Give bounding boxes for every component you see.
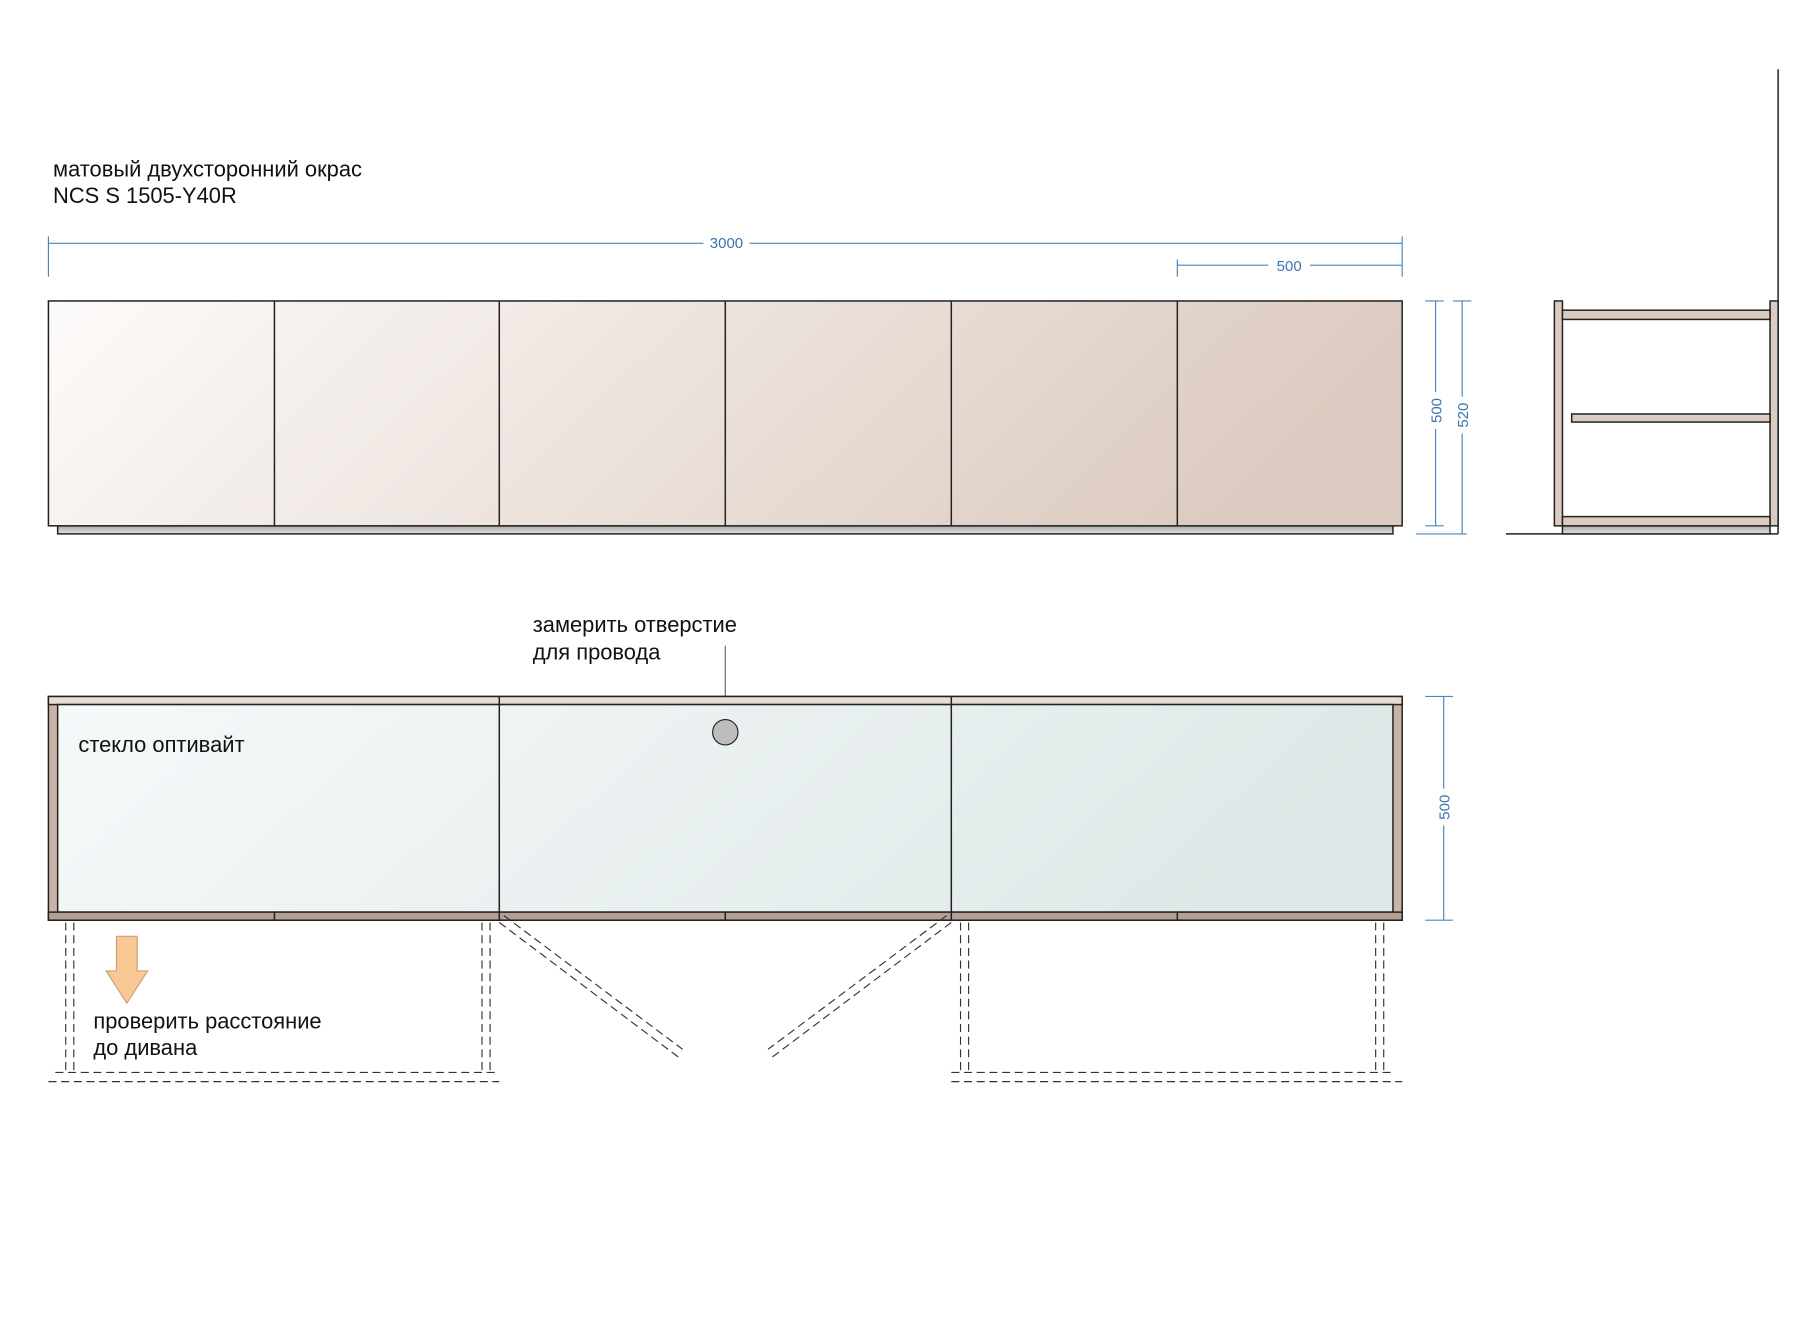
sofa-note-line2: до дивана [93,1035,198,1060]
svg-text:520: 520 [1455,403,1472,428]
arrow-down-icon [105,935,149,1005]
side-section [1505,69,1779,535]
open-door-outlines [48,915,1403,1083]
svg-text:3000: 3000 [710,235,743,252]
finish-note-line2: NCS S 1505-Y40R [53,183,237,208]
dimension-door-width: 500 [1176,258,1403,277]
svg-text:500: 500 [1428,398,1445,423]
finish-note-line1: матовый двухсторонний окрас [53,156,362,181]
glass-note: стекло оптивайт [78,732,244,757]
dimension-total-width: 3000 [47,235,1403,277]
svg-text:500: 500 [1436,795,1453,820]
glass-elevation [47,695,1403,921]
dimension-glass-height: 500 [1425,695,1453,921]
dimension-total-height: 520 [1416,300,1472,535]
dimension-door-height: 500 [1425,300,1445,527]
svg-text:500: 500 [1277,258,1302,275]
cable-hole [712,718,739,746]
hole-note-line2: для провода [533,640,662,665]
hole-note-line1: замерить отверстие [533,612,737,637]
front-elevation [47,300,1403,535]
sofa-note-line1: проверить расстояние [93,1009,321,1034]
